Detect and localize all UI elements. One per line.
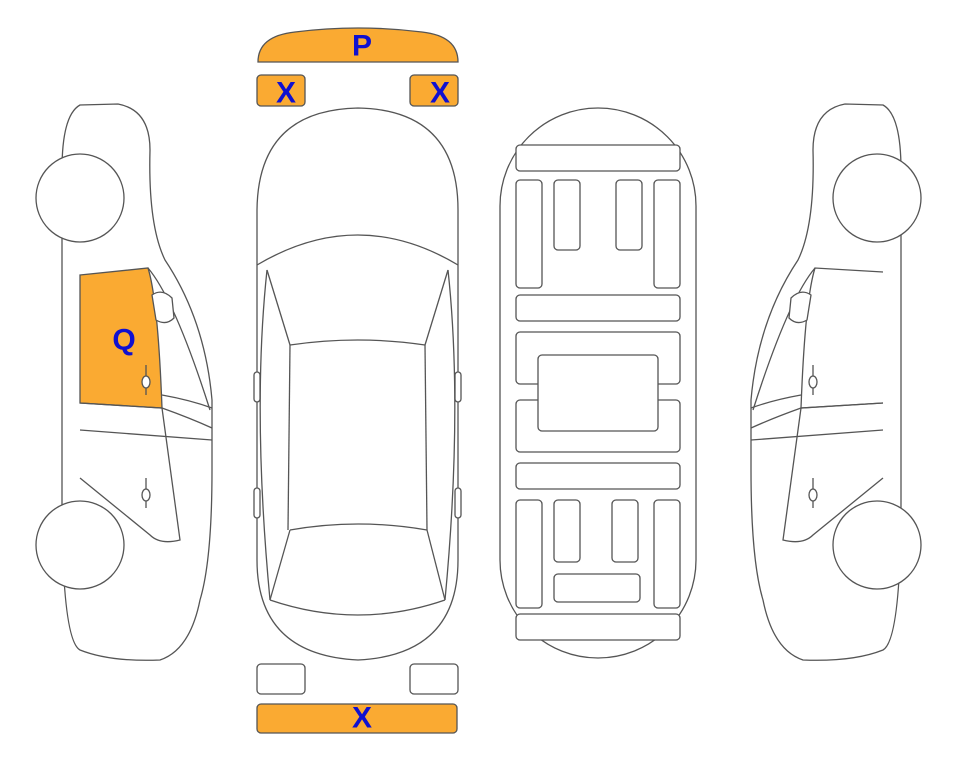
front-bumper-label: P: [352, 30, 372, 63]
right-front-wheel: [832, 153, 922, 243]
right-rear-wheel: [832, 500, 922, 590]
top-view: P X X X: [253, 27, 462, 735]
left-front-door-label: Q: [112, 324, 135, 357]
right-side-view: [750, 103, 922, 661]
left-front-wheel: [35, 153, 125, 243]
front-right-light-panel[interactable]: [409, 74, 459, 107]
front-left-light-panel[interactable]: [256, 74, 306, 107]
underbody-view: [499, 107, 697, 659]
front-right-light-label: X: [430, 77, 450, 110]
front-left-light-label: X: [276, 77, 296, 110]
left-side-view: Q: [35, 103, 213, 661]
rear-bumper-label: X: [352, 702, 372, 735]
rear-right-light[interactable]: [409, 663, 459, 695]
left-rear-wheel: [35, 500, 125, 590]
front-bumper-panel[interactable]: [257, 27, 459, 63]
rear-bumper-panel[interactable]: [256, 703, 458, 734]
rear-left-light[interactable]: [256, 663, 306, 695]
